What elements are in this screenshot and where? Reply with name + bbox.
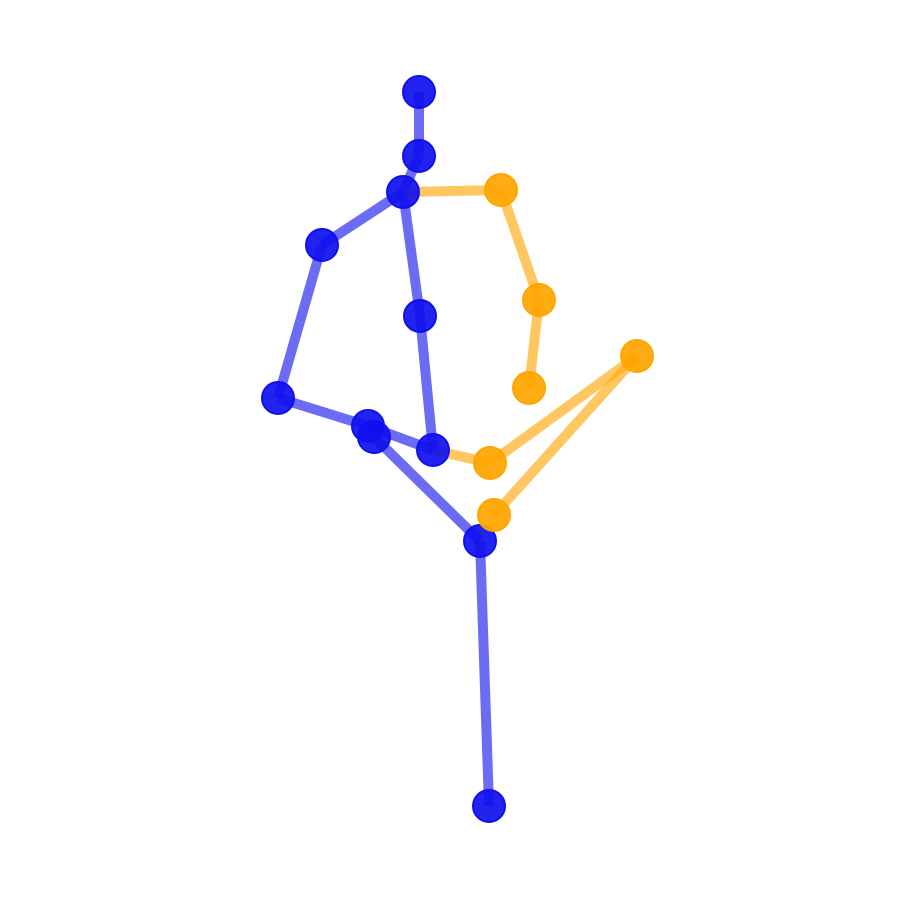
- bone-right-shoulder-to-right-elbow: [496, 188, 544, 302]
- bone-left-knee-to-left-hip: [370, 433, 484, 545]
- joint-right-hip: [473, 446, 507, 480]
- joint-left-elbow: [261, 381, 295, 415]
- joint-spine: [403, 299, 437, 333]
- bone-right-knee-to-right-ankle: [490, 352, 641, 519]
- joint-head-top: [402, 75, 436, 109]
- joint-right-wrist: [512, 371, 546, 405]
- bone-spine-to-pelvis: [415, 315, 438, 451]
- bone-left-shoulder-to-left-elbow: [273, 243, 327, 400]
- joint-neck-upper: [402, 139, 436, 173]
- bone-left-hip-to-left-ankle: [475, 540, 494, 807]
- bone-right-hip-to-right-knee: [487, 351, 640, 468]
- joint-left-ankle: [472, 789, 506, 823]
- joint-pelvis: [416, 433, 450, 467]
- joint-thorax: [386, 175, 420, 209]
- bone-thorax-to-spine: [398, 191, 425, 317]
- joint-left-shoulder: [305, 228, 339, 262]
- joint-left-knee: [357, 420, 391, 454]
- joint-right-shoulder: [484, 173, 518, 207]
- joints-layer: [261, 75, 654, 823]
- joint-right-ankle: [477, 498, 511, 532]
- joint-right-elbow: [522, 283, 556, 317]
- joint-right-knee: [620, 339, 654, 373]
- joint-left-hip: [463, 524, 497, 558]
